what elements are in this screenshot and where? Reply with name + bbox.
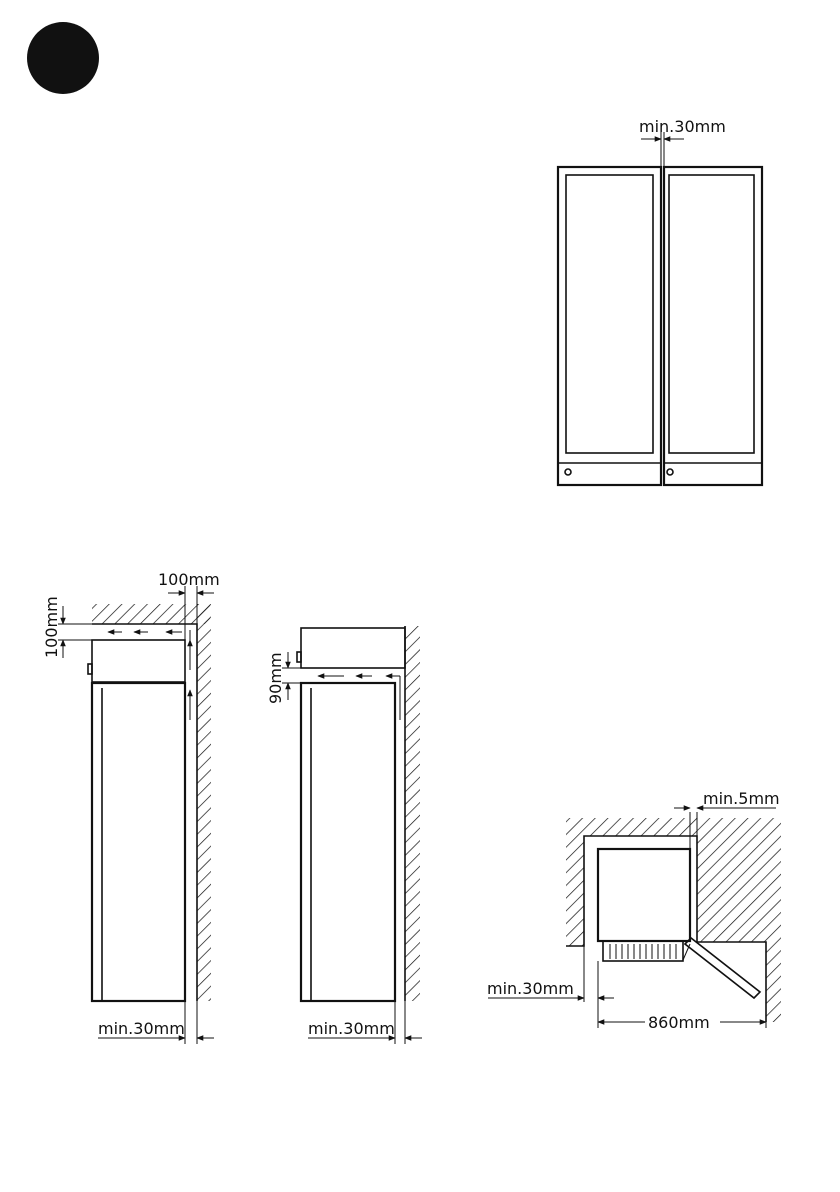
side-a-ceiling-hatch	[92, 604, 210, 624]
plan-right-wall-hatch	[697, 818, 781, 942]
side-a-top-gap-label: 100mm	[42, 596, 61, 658]
side-view-b: 90mm min.30mm	[266, 626, 422, 1044]
side-a-wall-hatch	[197, 604, 211, 1001]
side-a-rear-gap-label: 100mm	[158, 570, 220, 589]
side-a-bottom-label: min.30mm	[98, 1019, 185, 1038]
front-right-lock-icon	[667, 469, 673, 475]
step-marker-dot	[27, 22, 99, 94]
plan-right-lower-hatch	[766, 942, 781, 1022]
front-view: min.30mm	[558, 117, 762, 485]
front-right-cabinet	[664, 167, 762, 485]
side-b-cabinet-body	[301, 683, 395, 1001]
plan-open-door	[685, 938, 760, 998]
side-b-overhead-cabinet	[301, 628, 405, 668]
side-a-cabinet-body	[92, 683, 185, 1001]
front-gap-label: min.30mm	[639, 117, 726, 136]
side-a-handle-stub	[88, 664, 92, 674]
side-b-bottom-label: min.30mm	[308, 1019, 395, 1038]
plan-width-label: 860mm	[648, 1013, 710, 1032]
front-left-cabinet	[558, 167, 661, 485]
plan-back-wall-hatch	[584, 818, 697, 836]
plan-view: min.5mm min.30mm 860mm	[487, 789, 781, 1032]
side-b-handle-stub	[297, 652, 301, 662]
side-view-a: 100mm 100mm min.30mm	[42, 570, 220, 1044]
plan-left-wall-hatch	[566, 818, 584, 946]
plan-wall-gap-label: min.5mm	[703, 789, 780, 808]
front-left-door-glass	[566, 175, 653, 453]
plan-grille-slats	[610, 944, 676, 959]
side-b-top-gap-label: 90mm	[266, 652, 285, 704]
side-b-wall-hatch	[405, 626, 420, 1001]
plan-grille	[603, 941, 683, 961]
front-right-door-glass	[669, 175, 754, 453]
front-left-lock-icon	[565, 469, 571, 475]
plan-side-gap-label: min.30mm	[487, 979, 574, 998]
plan-cabinet	[598, 849, 690, 941]
side-a-top-housing	[92, 640, 185, 682]
